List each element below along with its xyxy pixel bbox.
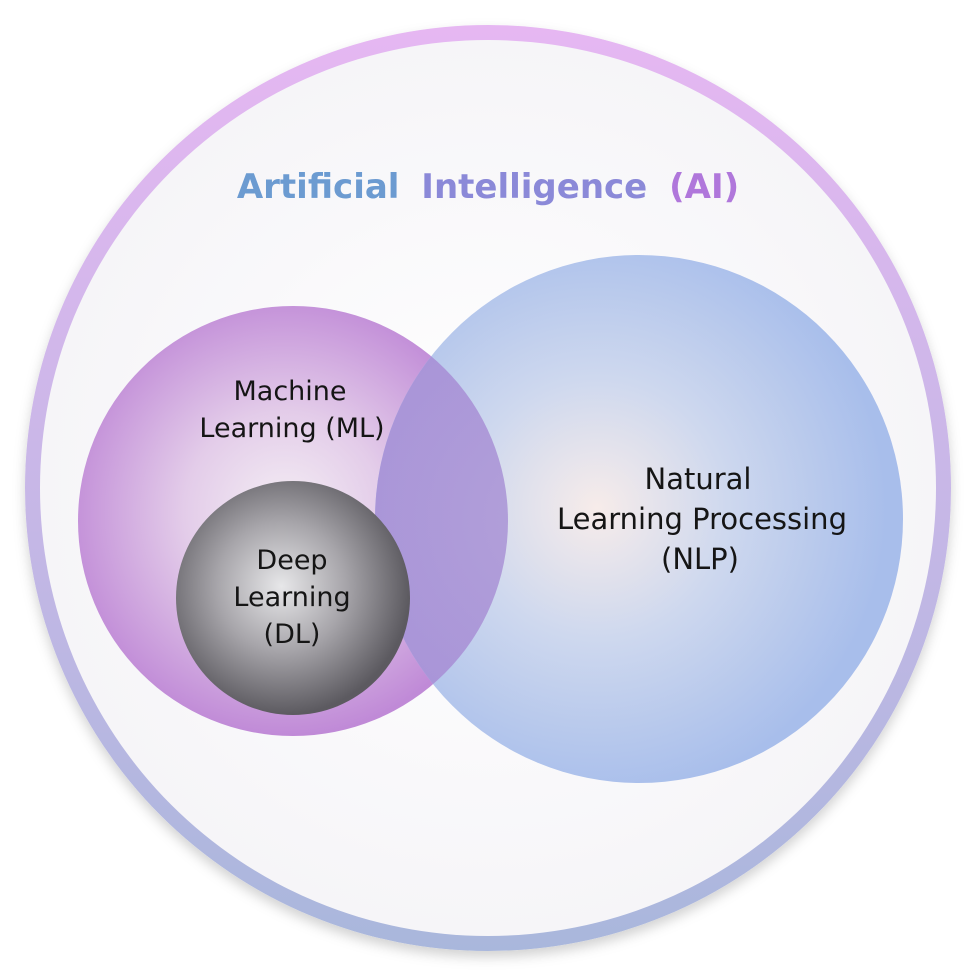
ai-title: Artificial Intelligence (AI) <box>237 167 739 207</box>
ml-label-line2: Learning (ML) <box>199 413 384 444</box>
dl-label-line1: Deep <box>256 545 327 576</box>
ai-title-part3: (AI) <box>669 167 739 207</box>
dl-label-line2: Learning <box>233 582 350 613</box>
dl-label-line3: (DL) <box>264 619 321 650</box>
ai-title-part1: Artificial <box>237 167 400 207</box>
ml-label-line1: Machine <box>233 376 346 407</box>
dl-circle <box>176 481 410 715</box>
nlp-label-line3: (NLP) <box>661 542 739 576</box>
nlp-label-line2: Learning Processing <box>557 502 847 536</box>
nlp-label-line1: Natural <box>645 462 752 496</box>
nlp-circle <box>375 255 903 783</box>
ai-title-part2: Intelligence <box>421 167 647 207</box>
